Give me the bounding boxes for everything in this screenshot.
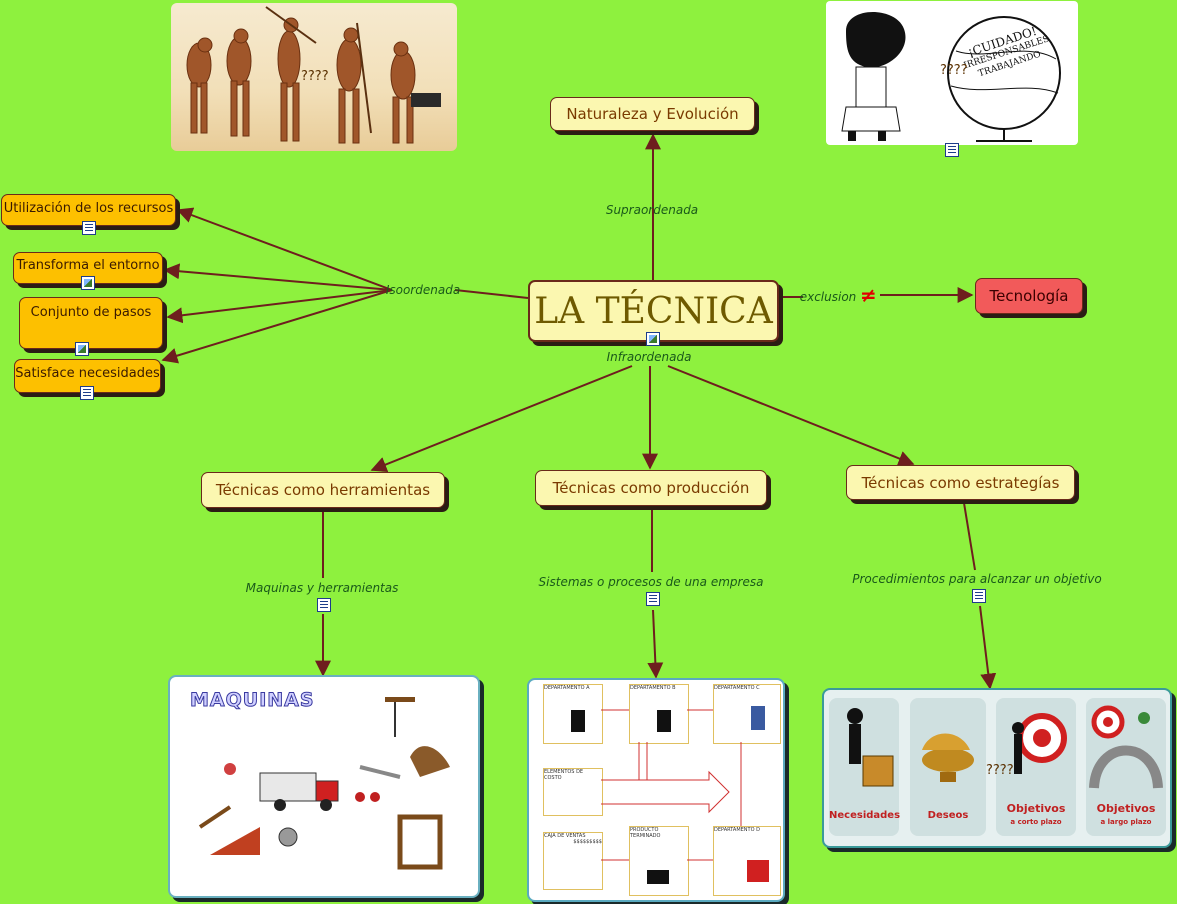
prod-box-caja: CAJA DE VENTAS $$$$$$$$$ xyxy=(543,832,603,890)
estrategia-card-4: Objetivos a largo plazo xyxy=(1086,698,1166,836)
link-label-sistemas: Sistemas o procesos de una empresa xyxy=(538,575,764,589)
node-satisface-label: Satisface necesidades xyxy=(15,366,160,381)
necesidades-icon xyxy=(847,708,894,787)
node-tecnicas-herramientas[interactable]: Técnicas como herramientas xyxy=(201,472,445,508)
prod-box-d: DEPARTAMENTO D xyxy=(713,826,781,896)
maquinas-note-icon[interactable] xyxy=(317,598,331,612)
estrategias-question-marks: ???? xyxy=(986,763,1014,778)
maquinas-drawing xyxy=(198,697,450,870)
prod-money: $$$$$$$$$ xyxy=(573,839,602,845)
prod-box-c: DEPARTAMENTO C xyxy=(713,684,781,744)
link-label-maquinas: Maquinas y herramientas xyxy=(245,581,399,595)
node-utilizacion-label: Utilización de los recursos xyxy=(3,201,174,216)
not-equal-symbol: ≠ xyxy=(860,283,877,307)
produccion-arrows xyxy=(571,706,769,884)
estrategia-sub-4: a largo plazo xyxy=(1100,818,1152,826)
transforma-image-icon[interactable] xyxy=(81,276,95,290)
sistemas-note-icon[interactable] xyxy=(646,592,660,606)
node-herramientas-label: Técnicas como herramientas xyxy=(215,481,431,499)
node-tecnicas-produccion[interactable]: Técnicas como producción xyxy=(535,470,767,506)
prod-box-caja-label: CAJA DE VENTAS xyxy=(544,833,586,839)
node-la-tecnica-label: LA TÉCNICA xyxy=(534,290,773,332)
node-produccion-label: Técnicas como producción xyxy=(552,479,750,497)
estrategia-sub-3: a corto plazo xyxy=(1010,818,1062,826)
link-iso-1 xyxy=(176,207,393,291)
mafalda-note-icon[interactable] xyxy=(945,143,959,157)
prod-box-b-label: DEPARTAMENTO B xyxy=(630,685,676,691)
prod-box-b: DEPARTAMENTO B xyxy=(629,684,689,744)
mafalda-image: ¡CUIDADO! IRRESPONSABLES TRABAJANDO ???? xyxy=(826,1,1078,145)
objetivos-largo-icon xyxy=(1089,705,1163,789)
link-label-exclusion: exclusion xyxy=(799,290,857,304)
prod-box-a-label: DEPARTAMENTO A xyxy=(544,685,590,691)
estrategia-label-3: Objetivos xyxy=(1006,802,1066,815)
prod-box-terminado: PRODUCTO TERMINADO xyxy=(629,826,689,896)
link-infra-left xyxy=(370,365,633,473)
link-estr-b xyxy=(979,605,997,690)
prod-box-d-label: DEPARTAMENTO D xyxy=(714,827,760,833)
link-prod-b xyxy=(647,609,664,679)
node-transforma-label: Transforma el entorno xyxy=(16,258,160,273)
node-conjunto-label: Conjunto de pasos xyxy=(30,305,152,320)
prod-box-terminado-label: PRODUCTO TERMINADO xyxy=(630,827,661,839)
produccion-image: DEPARTAMENTO A DEPARTAMENTO B DEPARTAMEN… xyxy=(527,678,785,902)
node-satisface[interactable]: Satisface necesidades xyxy=(14,359,161,393)
procedimientos-note-icon[interactable] xyxy=(972,589,986,603)
node-estrategias-label: Técnicas como estrategías xyxy=(861,473,1060,492)
utilizacion-note-icon[interactable] xyxy=(82,221,96,235)
node-naturaleza-label: Naturaleza y Evolución xyxy=(566,105,739,123)
mafalda-question-marks: ???? xyxy=(940,63,968,78)
prod-box-costo-label: ELEMENTOS DE COSTO xyxy=(544,769,584,781)
link-iso-4 xyxy=(161,289,393,364)
evolution-figures xyxy=(186,6,441,144)
maquinas-title: MAQUINAS xyxy=(190,689,315,712)
estrategia-card-3: Objetivos a corto plazo xyxy=(996,698,1076,836)
evolution-question-marks: ???? xyxy=(301,69,329,84)
node-naturaleza[interactable]: Naturaleza y Evolución xyxy=(550,97,755,131)
node-conjunto[interactable]: Conjunto de pasos xyxy=(19,297,163,349)
conjunto-image-icon[interactable] xyxy=(75,342,89,356)
estrategia-card-2: Deseos xyxy=(910,698,986,836)
estrategia-label-4: Objetivos xyxy=(1096,802,1156,815)
estrategia-card-1: Necesidades xyxy=(829,698,901,836)
link-estr-a xyxy=(963,502,976,571)
satisface-note-icon[interactable] xyxy=(80,386,94,400)
objetivos-corto-icon xyxy=(1012,713,1067,774)
central-image-icon[interactable] xyxy=(646,332,660,346)
link-label-infraordenada: Infraordenada xyxy=(606,350,692,364)
estrategia-label-1: Necesidades xyxy=(829,810,901,821)
prod-box-a: DEPARTAMENTO A xyxy=(543,684,603,744)
estrategia-label-2: Deseos xyxy=(927,810,969,821)
prod-box-c-label: DEPARTAMENTO C xyxy=(714,685,760,691)
node-tecnologia[interactable]: Tecnología xyxy=(975,278,1083,314)
node-tecnologia-label: Tecnología xyxy=(989,287,1069,305)
link-iso-3 xyxy=(166,289,393,324)
link-iso-main xyxy=(454,289,529,299)
link-infra-right xyxy=(667,365,915,467)
link-label-supraordenada: Supraordenada xyxy=(605,203,699,217)
maquinas-image: MAQUINAS xyxy=(168,675,480,898)
deseos-icon xyxy=(922,733,974,782)
link-label-procedimientos: Procedimientos para alcanzar un objetivo xyxy=(852,572,1102,586)
estrategias-image: Necesidades Deseos Objetivos a corto pla… xyxy=(822,688,1172,848)
link-iso-2 xyxy=(163,263,393,291)
mafalda-drawing xyxy=(841,11,1061,142)
node-tecnicas-estrategias[interactable]: Técnicas como estrategías xyxy=(846,465,1075,500)
prod-box-costo: ELEMENTOS DE COSTO xyxy=(543,768,603,816)
link-label-isoordenada: Isoordenada xyxy=(385,283,461,297)
evolution-image: ???? xyxy=(171,3,457,151)
